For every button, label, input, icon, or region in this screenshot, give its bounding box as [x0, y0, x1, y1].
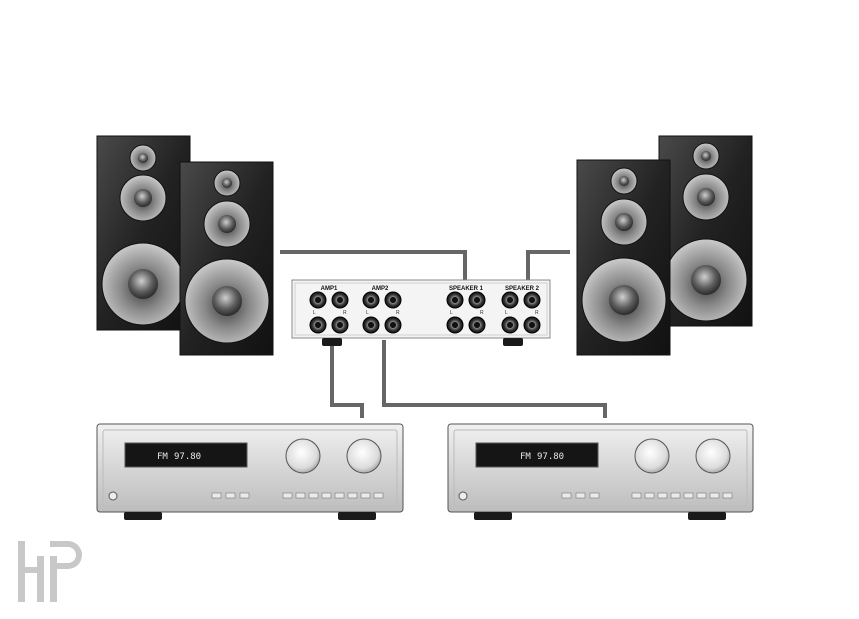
svg-text:L: L: [366, 310, 369, 316]
jacks-amp1: L R: [309, 291, 349, 334]
front-buttons: [561, 492, 733, 499]
speaker-switch-box: AMP1 AMP2 SPEAKER 1 SPEAKER 2 L R L R L: [291, 279, 551, 346]
display-band: FM: [520, 452, 531, 462]
label-amp2: AMP2: [372, 286, 389, 292]
switch-box-foot: [322, 338, 342, 346]
amp-foot: [688, 512, 726, 520]
front-buttons: [211, 492, 384, 499]
input-knob[interactable]: [285, 438, 321, 474]
display-panel: [475, 442, 599, 468]
speaker-left-back: [96, 135, 191, 331]
speaker-left-front: [179, 161, 274, 356]
amp-foot: [338, 512, 376, 520]
svg-text:R: R: [480, 310, 484, 316]
svg-text:R: R: [396, 310, 400, 316]
power-button[interactable]: [458, 491, 468, 501]
cable-amp1: [330, 340, 364, 418]
speaker-right-front: [576, 159, 671, 356]
cable-amp2: [382, 340, 607, 418]
amplifier-left: FM 97.80: [96, 423, 404, 520]
display-frequency: 97.80: [174, 452, 201, 462]
display-band: FM: [157, 452, 168, 462]
cable-speaker-left: [280, 250, 467, 282]
speaker-right-back: [658, 135, 753, 327]
switch-box-foot: [503, 338, 523, 346]
label-amp1: AMP1: [321, 286, 338, 292]
label-speaker1: SPEAKER 1: [449, 286, 484, 292]
jacks-amp2: L R: [362, 291, 402, 334]
jacks-speaker2: L R: [501, 291, 541, 334]
input-knob[interactable]: [634, 438, 670, 474]
svg-text:L: L: [450, 310, 453, 316]
cables: [280, 250, 607, 418]
amp-foot: [124, 512, 162, 520]
cable-speaker-right: [526, 250, 570, 282]
svg-text:R: R: [535, 310, 539, 316]
volume-knob[interactable]: [695, 438, 731, 474]
power-button[interactable]: [108, 491, 118, 501]
amp-foot: [474, 512, 512, 520]
watermark-logo: [18, 541, 82, 602]
svg-text:L: L: [313, 310, 316, 316]
label-speaker2: SPEAKER 2: [505, 286, 540, 292]
display-frequency: 97.80: [537, 452, 564, 462]
display-panel: [124, 442, 248, 468]
amplifier-right: FM 97.80: [447, 423, 754, 520]
jacks-speaker1: L R: [446, 291, 486, 334]
volume-knob[interactable]: [346, 438, 382, 474]
svg-text:L: L: [505, 310, 508, 316]
svg-text:R: R: [343, 310, 347, 316]
